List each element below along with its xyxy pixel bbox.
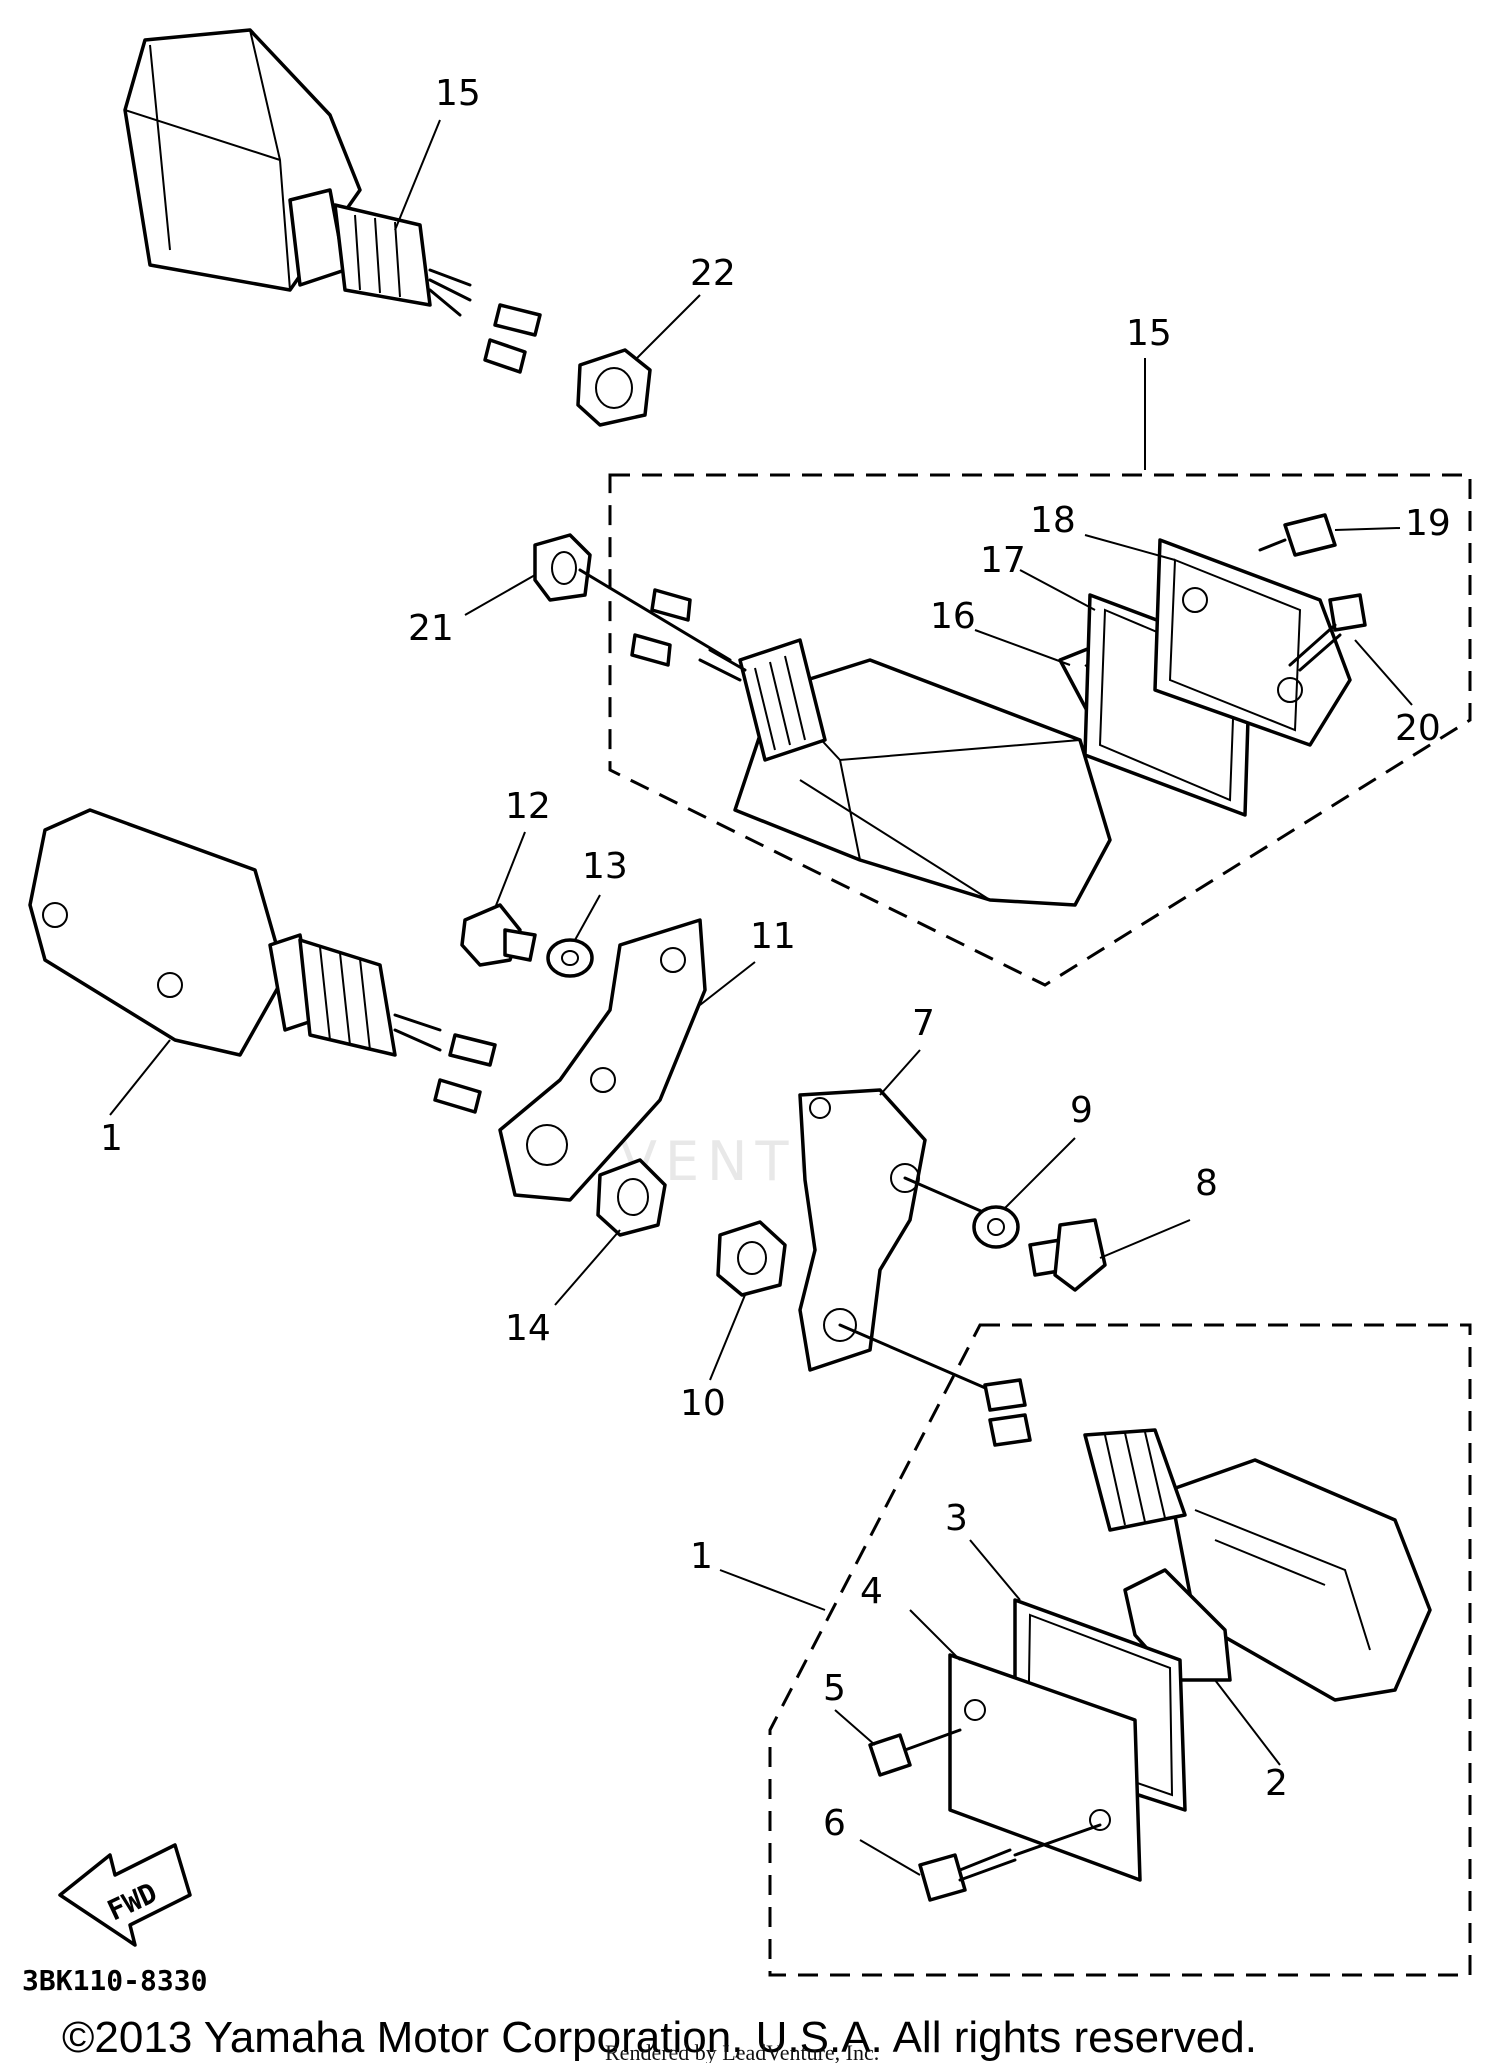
group-outline-15: [608, 473, 1472, 987]
callout-21: 21: [408, 608, 454, 649]
callout-3: 3: [945, 1498, 968, 1539]
leader-2: [1214, 1679, 1281, 1766]
nut-14: [596, 1158, 667, 1237]
leader-10: [709, 1294, 746, 1381]
leader-8: [1099, 1219, 1191, 1259]
screw-20: [1288, 593, 1367, 672]
turn-signal-upper-left: [123, 28, 542, 374]
forward-arrow-icon: FWD: [58, 1843, 192, 1947]
callout-6: 6: [823, 1803, 846, 1844]
leader-15a: [394, 119, 441, 231]
turn-signal-assembly-1: [983, 1378, 1432, 1702]
callout-12: 12: [505, 786, 551, 827]
screw-5: [868, 1728, 962, 1777]
render-credit: Rendered by LeadVenture, Inc.: [605, 2040, 879, 2063]
callout-15: 15: [1126, 313, 1172, 354]
callout-2: 2: [1265, 1763, 1288, 1804]
callout-20: 20: [1395, 708, 1441, 749]
leader-19: [1334, 527, 1401, 531]
leader-18: [1084, 534, 1176, 561]
group-outline-1: [768, 1323, 1472, 1977]
leader-14: [554, 1229, 621, 1306]
callout-10: 10: [680, 1383, 726, 1424]
bolt-8: [1028, 1218, 1107, 1292]
diagram-code: 3BK110-8330: [22, 1964, 207, 1997]
leader-4: [909, 1609, 961, 1661]
callout-11: 11: [750, 916, 796, 957]
leader-1b: [109, 1039, 171, 1116]
leader-1a: [719, 1569, 826, 1611]
copyright-notice: ©2013 Yamaha Motor Corporation, U.S.A. A…: [62, 2013, 1257, 2062]
callout-1: 1: [690, 1536, 713, 1577]
bracket-7: [798, 1088, 992, 1392]
callout-15: 15: [435, 73, 481, 114]
nut-10: [716, 1220, 787, 1297]
callout-1: 1: [100, 1118, 123, 1159]
bolt-12: [460, 903, 537, 967]
callout-17: 17: [980, 540, 1026, 581]
leader-3: [969, 1539, 1021, 1601]
callout-9: 9: [1070, 1090, 1093, 1131]
screw-19: [1258, 513, 1337, 557]
leader-9: [1004, 1137, 1076, 1209]
turn-signal-lower-left: [28, 808, 497, 1114]
leader-11: [699, 961, 756, 1006]
washer-9: [972, 1205, 1020, 1249]
callout-8: 8: [1195, 1163, 1218, 1204]
leader-12: [494, 831, 526, 909]
callout-19: 19: [1405, 503, 1451, 544]
callout-18: 18: [1030, 500, 1076, 541]
leader-17: [1019, 569, 1096, 611]
turn-signal-assembly-15: [630, 588, 1112, 907]
leader-5: [834, 1709, 876, 1746]
nut-21: [533, 533, 732, 662]
leader-13: [574, 894, 601, 941]
washer-13: [546, 938, 594, 978]
lens-18: [1153, 538, 1352, 747]
lens-4: [948, 1653, 1142, 1882]
callout-14: 14: [505, 1308, 551, 1349]
leader-7: [879, 1049, 921, 1096]
leader-16: [974, 629, 1071, 666]
callout-22: 22: [690, 253, 736, 294]
callout-13: 13: [582, 846, 628, 887]
callout-7: 7: [912, 1003, 935, 1044]
nut-22: [576, 348, 652, 427]
callout-4: 4: [860, 1571, 883, 1612]
leader-21: [464, 574, 536, 616]
leader-20: [1354, 639, 1413, 706]
leader-22: [634, 294, 701, 361]
leader-6: [859, 1839, 921, 1876]
callout-16: 16: [930, 596, 976, 637]
bracket-11: [498, 918, 707, 1202]
screw-6: [918, 1823, 1102, 1902]
callout-5: 5: [823, 1668, 846, 1709]
